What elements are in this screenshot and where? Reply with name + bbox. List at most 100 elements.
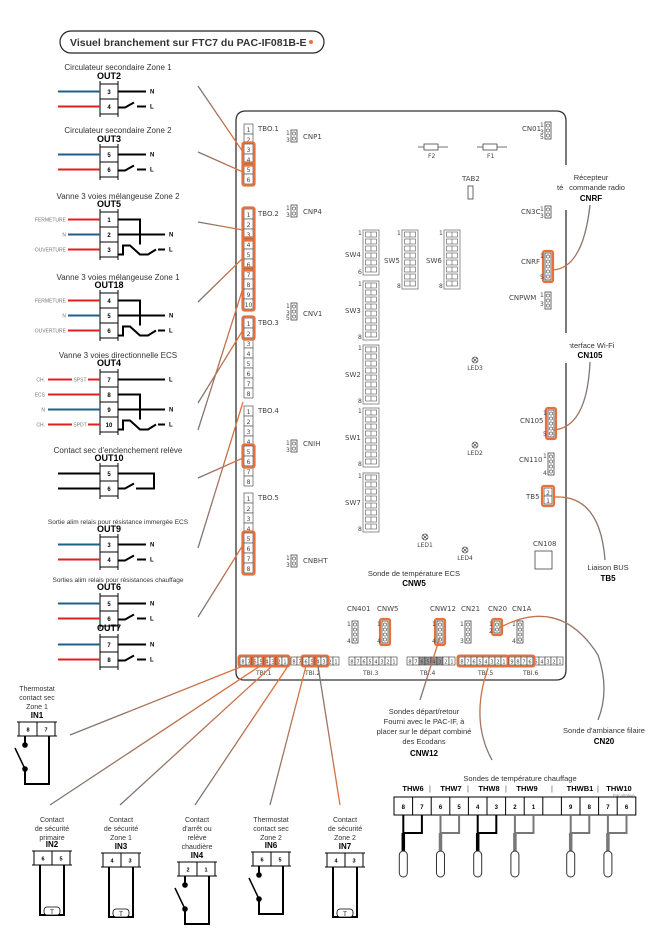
- terminal-pin: 4: [107, 558, 111, 564]
- callout-code: CNRF: [580, 194, 602, 203]
- thermostat-icon: [43, 906, 61, 916]
- wire: [513, 815, 535, 851]
- tbi-cell: [556, 656, 564, 666]
- pin: [518, 627, 522, 632]
- wire: [258, 866, 284, 915]
- highlight-box: [237, 654, 255, 668]
- pin: [292, 561, 296, 566]
- highlight-box: [540, 484, 556, 508]
- pcb-board: [235, 110, 567, 681]
- dip-switch-label: SW5: [384, 257, 400, 265]
- leader-line: [317, 665, 341, 806]
- terminal-pin: 6: [107, 168, 111, 174]
- pin: [546, 123, 550, 128]
- pin-number: 1: [540, 292, 544, 299]
- title-border: [59, 30, 325, 54]
- pin: [549, 464, 553, 469]
- pin: [495, 627, 499, 632]
- tbi-number: 6: [253, 660, 256, 666]
- wire-label: N: [62, 314, 66, 320]
- pin: [292, 446, 296, 451]
- tbi-number: 1: [450, 660, 453, 666]
- wire: [439, 815, 461, 851]
- side-label: N: [150, 602, 154, 608]
- pin: [466, 632, 470, 637]
- pin-header: [544, 121, 552, 140]
- tbi-number: 7: [466, 660, 469, 666]
- pin-number: 3: [286, 310, 290, 317]
- tbi-number: 8: [460, 660, 463, 666]
- terminal-number: 1: [546, 498, 550, 505]
- side-label: N: [150, 643, 154, 649]
- switch-blade: [14, 747, 26, 770]
- pin: [383, 637, 387, 642]
- output-out5: Vanne 3 voies mélangeuse Zone 2OUT5123FE…: [35, 192, 180, 260]
- terminal-pin: 8: [26, 728, 29, 734]
- pin: [549, 416, 553, 421]
- input-title: Thermostat: [253, 817, 288, 824]
- sensor-group-label: THW6: [402, 784, 423, 793]
- output-title: Circulateur secondaire Zone 1: [64, 63, 172, 72]
- thermostat-symbol: T: [119, 912, 123, 918]
- pin: [546, 207, 550, 212]
- pin-number: 1: [286, 440, 290, 447]
- highlight-box: [249, 654, 267, 668]
- connector-label: CN21: [461, 605, 480, 613]
- tbi-number: 5: [259, 660, 262, 666]
- terminal-pin: 7: [107, 378, 111, 384]
- pin-number: 3: [286, 212, 290, 219]
- sensor-probe: [510, 815, 535, 878]
- pin-number: 3: [286, 447, 290, 454]
- leader-line: [479, 667, 493, 761]
- terminal-strip-label: TBO.2: [257, 210, 279, 218]
- callout-code: CN105: [578, 351, 603, 360]
- terminal-number: 6: [247, 371, 251, 378]
- output-title: Vanne 3 voies mélangeuse Zone 1: [56, 273, 180, 282]
- pin-number: 1: [540, 206, 544, 213]
- side-label: N: [150, 543, 154, 549]
- sensor-group-label: THW10: [606, 784, 631, 793]
- input-title: Zone 2: [334, 835, 356, 842]
- module-socket: [534, 550, 553, 570]
- terminal-number: 5: [247, 361, 251, 368]
- output-name: OUT4: [97, 358, 121, 368]
- tbi-label: TBI.2: [304, 670, 320, 677]
- relay-switch: [118, 654, 135, 662]
- wire-label: FERMETURE: [35, 299, 67, 305]
- pin-number: 2: [489, 628, 493, 635]
- led-led4: LED4: [457, 546, 473, 562]
- dip-switch-label: SW4: [345, 251, 361, 259]
- pin-number: 1: [286, 130, 290, 137]
- fuse-body: [423, 143, 439, 151]
- tbi-number: 3: [322, 660, 325, 666]
- sensors-title: Sondes de température chauffage: [463, 774, 576, 783]
- pin-header: [516, 620, 524, 644]
- connector-label: CN3C: [521, 208, 541, 216]
- leader-line: [197, 221, 244, 231]
- highlight-box: [312, 654, 330, 668]
- output-name: OUT2: [97, 71, 121, 81]
- pin-number: 8: [358, 398, 362, 405]
- pin-header: [290, 129, 298, 143]
- terminal-number: 4: [247, 526, 251, 533]
- terminal-number: 7: [247, 469, 251, 476]
- pin-number: 3: [540, 301, 544, 308]
- tbi-number: 3: [438, 660, 441, 666]
- tbi-number: 7: [356, 660, 359, 666]
- relay-switch: [118, 482, 135, 490]
- input-title: de sécurité: [104, 826, 138, 833]
- led-cross: [422, 534, 428, 540]
- pin-number: 8: [358, 526, 362, 533]
- highlight-box: [241, 443, 256, 469]
- led-label: LED3: [467, 365, 483, 372]
- terminal-pin: 3: [107, 543, 111, 549]
- output-title: Sorties alim relais pour résistances cha…: [52, 577, 183, 584]
